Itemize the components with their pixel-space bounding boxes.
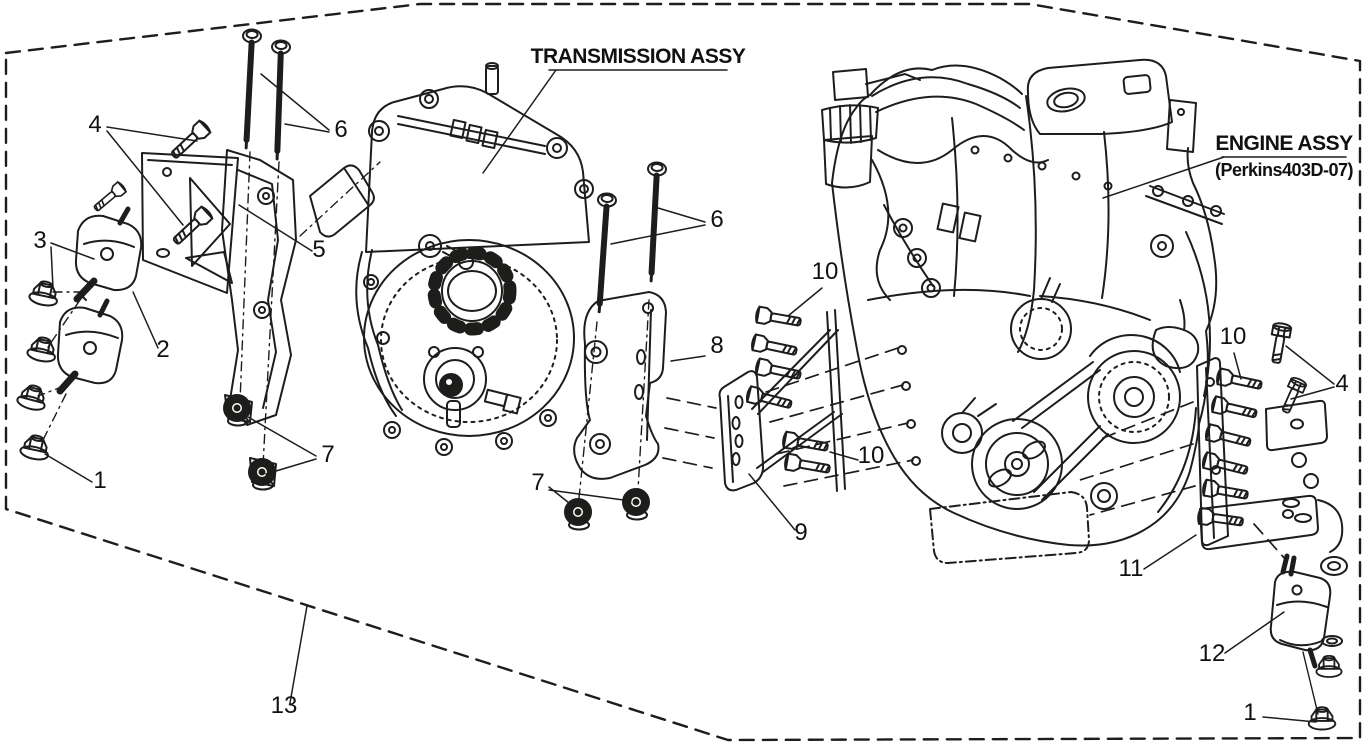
spacer-frame	[751, 309, 846, 492]
left-mount-group	[14, 29, 297, 491]
transmission-assy-label: TRANSMISSION ASSY	[531, 45, 746, 68]
right-mount-group	[1079, 321, 1348, 731]
ring-gear	[427, 246, 517, 336]
flange-nut	[1307, 556, 1348, 731]
mount-plate-9	[718, 370, 765, 492]
long-bolt	[237, 29, 290, 159]
mount-bracket-7-left	[221, 149, 297, 487]
callout-numbers: 4 6 3 5 2 7 1 6 8 7 9 10 10 10 4 11 12 1…	[33, 111, 1348, 726]
callout-10-mid-right: 10	[858, 442, 885, 469]
callout-6-left: 6	[334, 116, 347, 143]
assembly-labels: TRANSMISSION ASSY ENGINE ASSY (Perkins40…	[482, 45, 1354, 199]
diagram-dashed-border	[4, 2, 1362, 742]
callout-1-right: 1	[1243, 699, 1256, 726]
callout-leaders	[44, 73, 1335, 723]
mount-bracket-8	[573, 291, 667, 480]
callout-6-mid: 6	[710, 206, 723, 233]
callout-12: 12	[1199, 640, 1226, 667]
callout-7-left: 7	[321, 441, 334, 468]
transmission-assembly	[299, 62, 594, 456]
engine-assy-label: ENGINE ASSY	[1215, 132, 1353, 155]
callout-8: 8	[710, 332, 723, 359]
callout-10-right: 10	[1220, 323, 1247, 350]
callout-13: 13	[271, 692, 298, 719]
engine-mount-lower	[56, 298, 124, 395]
output-hub	[423, 346, 522, 428]
long-bolt	[590, 162, 666, 312]
callout-10-mid-top: 10	[812, 258, 839, 285]
callout-4-left: 4	[88, 111, 101, 138]
engine-mount-upper	[73, 206, 143, 303]
rubber-damper	[564, 488, 650, 531]
callout-1-left: 1	[93, 467, 106, 494]
hex-bolt-4	[1266, 321, 1309, 417]
flange-nut	[14, 277, 62, 463]
callout-9: 9	[794, 519, 807, 546]
callout-7-mid: 7	[531, 469, 544, 496]
fuel-filter	[821, 68, 921, 189]
cylinder-part	[299, 161, 381, 238]
callout-5: 5	[312, 236, 325, 263]
callout-2: 2	[156, 336, 169, 363]
valve-cover	[1026, 58, 1173, 135]
mid-mount-group	[564, 162, 914, 531]
engine-model-label: (Perkins403D-07)	[1215, 160, 1354, 180]
pulley-train	[941, 334, 1181, 510]
rear-bracket	[1145, 185, 1225, 370]
callout-4-right: 4	[1335, 370, 1348, 397]
engine-mount-12	[1269, 553, 1332, 715]
engine-assembly	[821, 58, 1225, 564]
callout-11: 11	[1119, 555, 1144, 582]
rubber-damper	[223, 394, 276, 491]
mount-bracket-11	[1196, 357, 1344, 553]
callout-3: 3	[33, 227, 46, 254]
